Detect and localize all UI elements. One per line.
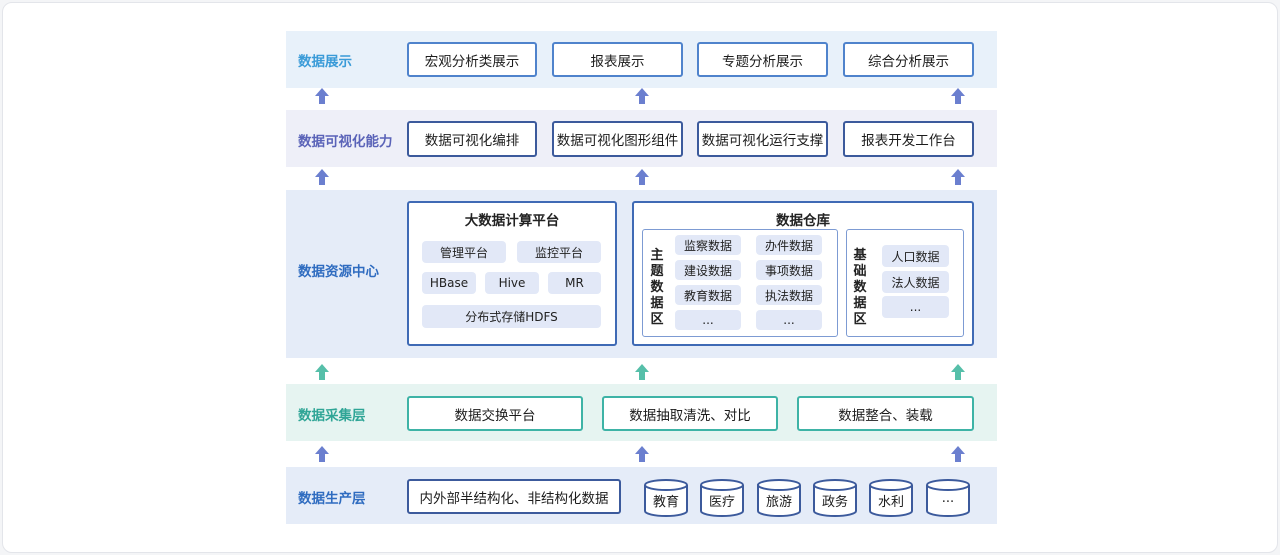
chip-hdfs: 分布式存储HDFS (422, 305, 601, 328)
up-arrow-icon (315, 446, 329, 462)
db-water: 水利 (868, 479, 914, 517)
visualization-layer-label: 数据可视化能力 (298, 134, 393, 150)
chip-affairs-data: 办件数据 (756, 235, 822, 255)
up-arrow-icon (635, 446, 649, 462)
base-zone-label: 基础数据区 (853, 248, 867, 327)
db-more-label: ... (941, 491, 955, 506)
chip-more-theme-1: ... (675, 310, 741, 330)
db-medical-label: 医疗 (708, 495, 735, 510)
chip-supervision-data: 监察数据 (675, 235, 741, 255)
display-item-comprehensive: 综合分析展示 (843, 42, 974, 77)
resource-layer-label: 数据资源中心 (298, 264, 379, 280)
up-arrow-icon (951, 169, 965, 185)
database-icon (869, 479, 913, 517)
collection-item-integrate: 数据整合、装载 (797, 396, 974, 431)
database-icon (644, 479, 688, 517)
chip-matters-data: 事项数据 (756, 260, 822, 280)
chip-legal-entity-data: 法人数据 (882, 271, 949, 293)
database-icon (757, 479, 801, 517)
data-warehouse-title: 数据仓库 (776, 213, 830, 229)
db-more: ... (925, 479, 971, 517)
up-arrow-icon (951, 364, 965, 380)
display-layer-label: 数据展示 (298, 54, 352, 70)
production-source-box: 内外部半结构化、非结构化数据 (407, 479, 621, 514)
database-icon (926, 479, 970, 517)
up-arrow-icon (635, 169, 649, 185)
chip-more-theme-2: ... (756, 310, 822, 330)
db-water-label: 水利 (877, 495, 904, 510)
viz-item-runtime: 数据可视化运行支撑 (697, 121, 828, 157)
up-arrow-icon (315, 88, 329, 104)
viz-item-orchestration: 数据可视化编排 (407, 121, 537, 157)
up-arrow-icon (315, 364, 329, 380)
chip-hive: Hive (485, 272, 539, 294)
chip-management-platform: 管理平台 (422, 241, 506, 263)
chip-monitor-platform: 监控平台 (517, 241, 601, 263)
collection-item-exchange: 数据交换平台 (407, 396, 583, 431)
viz-item-components: 数据可视化图形组件 (552, 121, 683, 157)
chip-construction-data: 建设数据 (675, 260, 741, 280)
db-government-label: 政务 (821, 495, 848, 510)
production-layer-label: 数据生产层 (298, 491, 366, 507)
chip-education-data: 教育数据 (675, 285, 741, 305)
database-icon (813, 479, 857, 517)
chip-mr: MR (548, 272, 601, 294)
chip-more-base: ... (882, 296, 949, 318)
up-arrow-icon (951, 446, 965, 462)
up-arrow-icon (635, 364, 649, 380)
collection-layer-label: 数据采集层 (298, 408, 366, 424)
up-arrow-icon (951, 88, 965, 104)
db-education-label: 教育 (652, 495, 679, 510)
db-tourism: 旅游 (756, 479, 802, 517)
chip-enforcement-data: 执法数据 (756, 285, 822, 305)
display-item-topic: 专题分析展示 (697, 42, 828, 77)
db-education: 教育 (643, 479, 689, 517)
db-medical: 医疗 (699, 479, 745, 517)
theme-zone-label: 主题数据区 (650, 248, 664, 327)
db-government: 政务 (812, 479, 858, 517)
display-item-report: 报表展示 (552, 42, 683, 77)
display-item-macro: 宏观分析类展示 (407, 42, 537, 77)
database-icon (700, 479, 744, 517)
up-arrow-icon (635, 88, 649, 104)
collection-item-extract: 数据抽取清洗、对比 (602, 396, 778, 431)
chip-hbase: HBase (422, 272, 476, 294)
bigdata-platform-title: 大数据计算平台 (464, 213, 560, 229)
up-arrow-icon (315, 169, 329, 185)
db-tourism-label: 旅游 (765, 495, 792, 510)
chip-population-data: 人口数据 (882, 245, 949, 267)
viz-item-workbench: 报表开发工作台 (843, 121, 974, 157)
